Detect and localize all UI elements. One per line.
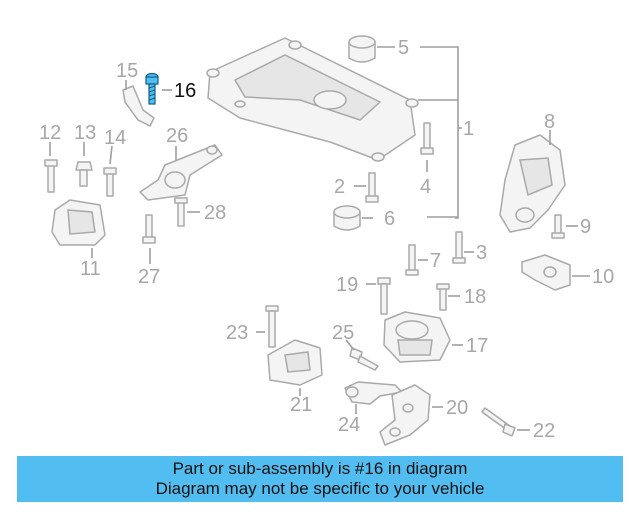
callout-11: 11 xyxy=(80,258,101,280)
callout-9: 9 xyxy=(580,216,591,238)
callout-4: 4 xyxy=(420,176,431,198)
subframe-part[interactable] xyxy=(206,37,419,162)
mount-17-part[interactable] xyxy=(383,311,451,363)
bolt-2-part[interactable] xyxy=(365,172,379,203)
bolt-22-part[interactable] xyxy=(481,407,516,437)
banner-line-2: Diagram may not be specific to your vehi… xyxy=(155,479,485,498)
callout-19: 19 xyxy=(336,274,358,296)
bolt-4-part[interactable] xyxy=(420,122,434,155)
callout-18: 18 xyxy=(464,286,486,308)
callout-27: 27 xyxy=(138,266,160,288)
bolt-12-part[interactable] xyxy=(44,159,58,193)
highlight-banner: Part or sub-assembly is #16 in diagram D… xyxy=(17,456,623,502)
bolt-27-part[interactable] xyxy=(142,214,156,244)
mount-21-part[interactable] xyxy=(267,339,323,386)
mount-5-part[interactable] xyxy=(348,35,376,63)
mount-11-part[interactable] xyxy=(51,199,106,246)
callout-24: 24 xyxy=(338,414,360,436)
callout-12: 12 xyxy=(39,122,61,144)
bolt-23-part[interactable] xyxy=(265,305,279,348)
bolt-7-part[interactable] xyxy=(405,244,419,276)
bolt-28-part[interactable] xyxy=(174,197,188,227)
callout-14: 14 xyxy=(104,127,126,149)
callout-8: 8 xyxy=(544,111,555,133)
callout-16: 16 xyxy=(174,80,196,102)
bushing-6-part[interactable] xyxy=(333,205,361,231)
callout-15: 15 xyxy=(116,60,138,82)
callout-17: 17 xyxy=(466,335,488,357)
parts-diagram: 1 2 3 4 5 6 7 8 9 10 11 12 13 14 15 16 1… xyxy=(39,35,614,446)
callout-1: 1 xyxy=(463,118,474,140)
callout-2: 2 xyxy=(334,176,345,198)
callout-21: 21 xyxy=(290,394,312,416)
callout-25: 25 xyxy=(332,322,354,344)
banner-line-1: Part or sub-assembly is #16 in diagram xyxy=(172,459,468,478)
callout-5: 5 xyxy=(398,37,409,59)
callout-13: 13 xyxy=(74,122,96,144)
callout-10: 10 xyxy=(592,266,614,288)
callout-20: 20 xyxy=(446,397,468,419)
bolt-25-part[interactable] xyxy=(349,347,379,371)
nut-13-part[interactable] xyxy=(75,161,93,187)
callout-3: 3 xyxy=(476,242,487,264)
mount-8-part[interactable] xyxy=(499,134,566,233)
leader-lines xyxy=(49,46,590,431)
bolt-9-part[interactable] xyxy=(551,214,565,239)
callout-23: 23 xyxy=(226,322,248,344)
callout-28: 28 xyxy=(204,202,226,224)
bracket-10-part[interactable] xyxy=(521,254,571,291)
bolt-16-highlighted[interactable] xyxy=(145,72,159,105)
callout-7: 7 xyxy=(430,250,441,272)
callout-26: 26 xyxy=(166,125,188,147)
callout-22: 22 xyxy=(533,420,555,442)
bolt-19-part[interactable] xyxy=(377,277,391,315)
link-24-part[interactable] xyxy=(344,381,403,405)
bolt-14-part[interactable] xyxy=(103,167,117,197)
link-26-part[interactable] xyxy=(139,144,223,201)
callout-6: 6 xyxy=(384,208,395,230)
bolt-3-part[interactable] xyxy=(452,231,466,264)
bracket-15-part[interactable] xyxy=(122,85,155,127)
bolt-18-part[interactable] xyxy=(436,283,450,311)
bracket-20-part[interactable] xyxy=(379,384,431,446)
